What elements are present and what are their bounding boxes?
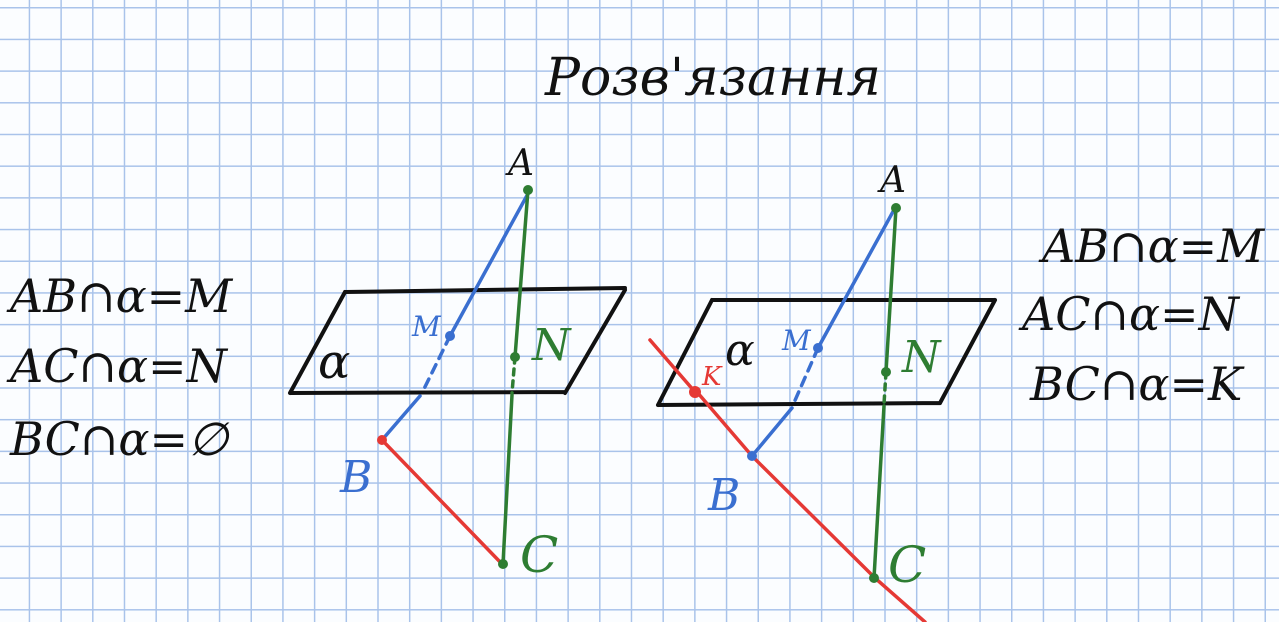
left-point-C bbox=[498, 559, 508, 569]
left-equation-3: BC∩α=∅ bbox=[9, 412, 230, 466]
right-equation-1: AB∩α=M bbox=[1038, 219, 1266, 273]
right-label-B: B bbox=[707, 470, 740, 521]
left-label-M: M bbox=[411, 310, 442, 343]
left-segment-AC-hidden bbox=[510, 355, 517, 395]
left-segment-AC-below bbox=[501, 393, 514, 566]
page-title: Розв'язання bbox=[544, 48, 881, 108]
left-segment-AC-above bbox=[513, 188, 530, 359]
right-figure: α A M N B C K bbox=[648, 160, 997, 622]
right-point-B bbox=[747, 451, 757, 461]
right-label-C: C bbox=[888, 536, 926, 594]
right-equation-2: AC∩α=N bbox=[1018, 287, 1241, 341]
left-segment-AB-hidden bbox=[420, 334, 452, 395]
right-point-A bbox=[891, 203, 901, 213]
left-plane-alpha bbox=[288, 286, 627, 395]
left-point-N bbox=[510, 352, 520, 362]
right-point-M bbox=[813, 343, 823, 353]
left-plane-label: α bbox=[318, 334, 350, 390]
left-equation-2: AC∩α=N bbox=[6, 339, 229, 393]
left-label-A: A bbox=[505, 143, 534, 184]
left-point-A bbox=[523, 185, 533, 195]
left-equations: AB∩α=M AC∩α=N BC∩α=∅ bbox=[6, 269, 234, 466]
right-equations: AB∩α=M AC∩α=N BC∩α=K bbox=[1018, 219, 1266, 411]
right-equation-3: BC∩α=K bbox=[1029, 357, 1245, 411]
left-point-M bbox=[445, 331, 455, 341]
right-label-A: A bbox=[877, 160, 906, 201]
right-segment-AB-above bbox=[816, 206, 897, 350]
right-label-M: M bbox=[781, 324, 812, 357]
right-point-N bbox=[881, 367, 891, 377]
left-figure: α A M N B C bbox=[288, 143, 627, 584]
right-point-K bbox=[689, 386, 701, 398]
left-segment-AB-below bbox=[380, 394, 422, 442]
right-plane-alpha bbox=[656, 298, 997, 407]
left-segment-AB-above bbox=[448, 188, 532, 338]
right-label-K: K bbox=[701, 362, 723, 392]
right-segment-AC-above bbox=[884, 206, 898, 374]
right-segment-AC-hidden bbox=[882, 370, 888, 406]
right-segment-AB-hidden bbox=[791, 346, 820, 407]
right-label-N: N bbox=[901, 332, 942, 383]
left-point-B bbox=[377, 435, 387, 445]
right-plane-label: α bbox=[725, 325, 755, 376]
left-label-C: C bbox=[520, 526, 558, 584]
right-segment-AC-below bbox=[872, 404, 886, 580]
left-segment-BC bbox=[380, 438, 505, 567]
right-segment-BC bbox=[695, 390, 927, 622]
right-point-C bbox=[869, 573, 879, 583]
right-segment-AB-below bbox=[750, 406, 794, 458]
right-segment-BC-above bbox=[648, 338, 697, 394]
left-label-N: N bbox=[531, 320, 572, 371]
left-equation-1: AB∩α=M bbox=[6, 269, 234, 323]
left-label-B: B bbox=[339, 452, 372, 503]
